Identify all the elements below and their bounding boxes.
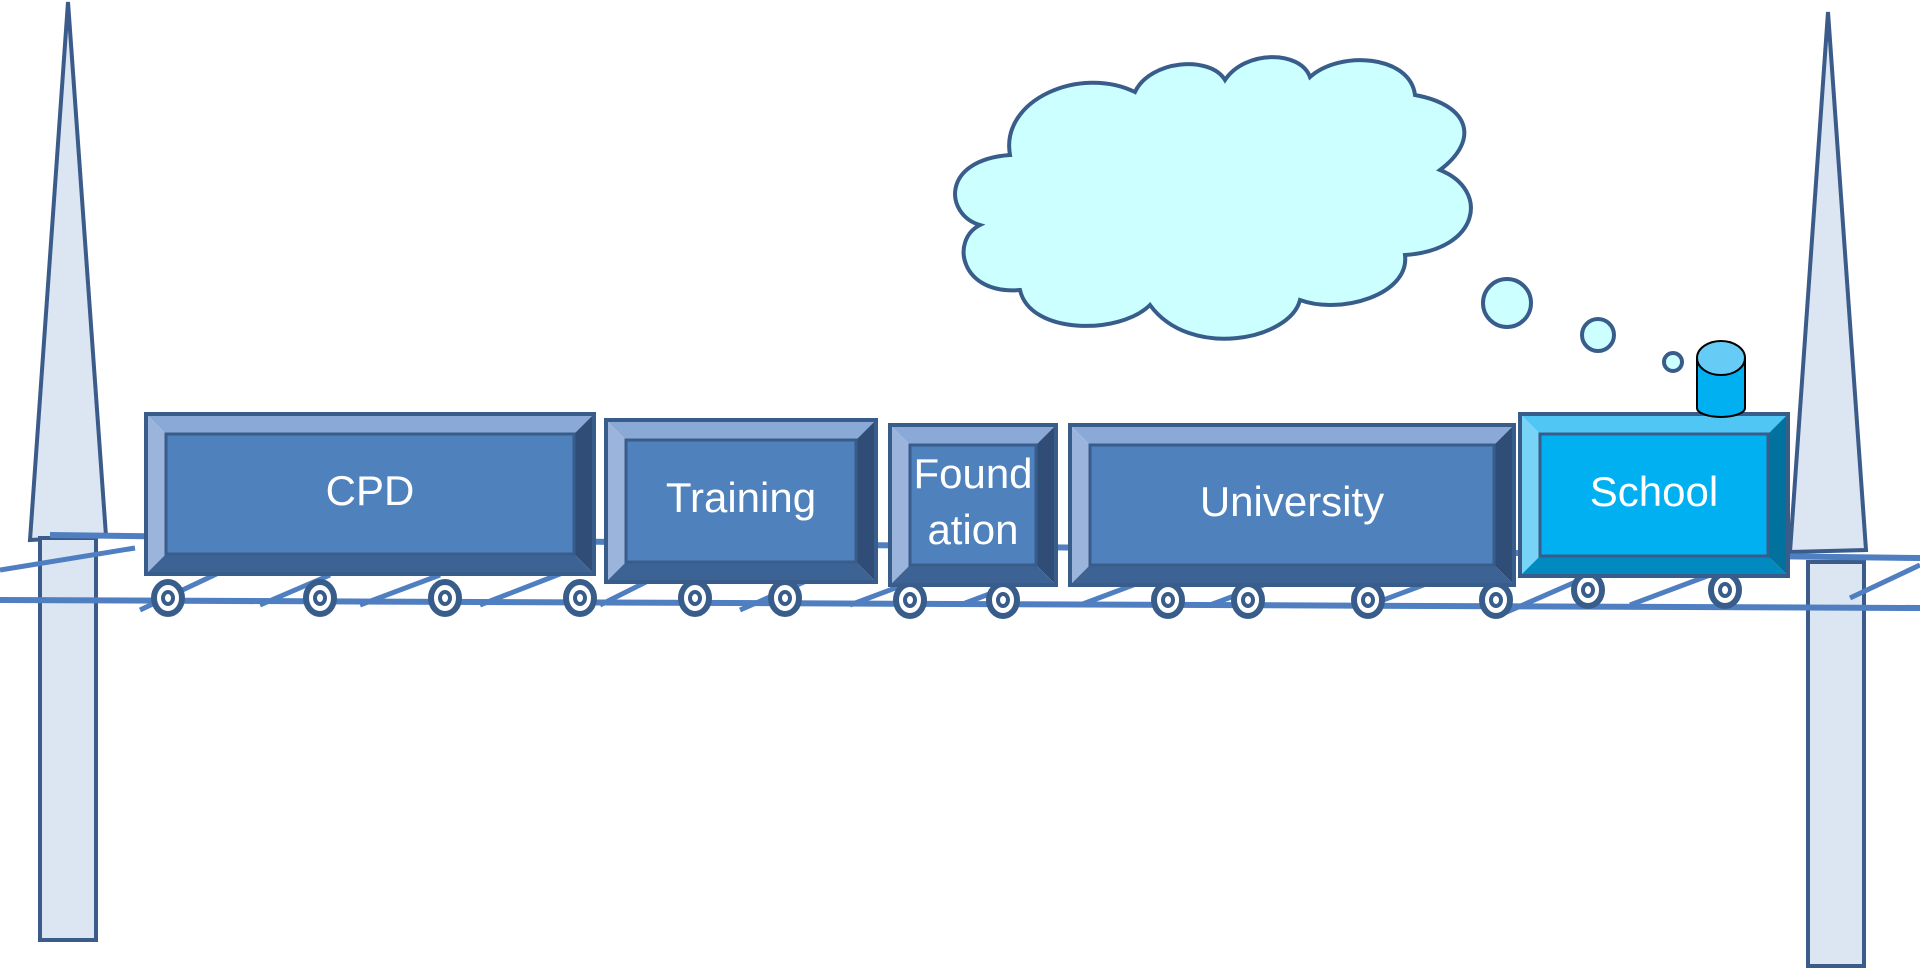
wheel-hub <box>573 590 587 606</box>
car-bevel-top <box>890 425 1056 445</box>
car-bevel-top <box>146 414 594 434</box>
wheel-hub <box>903 592 917 608</box>
wheel-hub <box>996 592 1010 608</box>
train-cars: CPD Training Found ation University School <box>144 412 1790 619</box>
car-label: Training <box>666 474 816 521</box>
smoke-puff-large <box>1481 277 1533 329</box>
wheel-hub <box>161 590 175 606</box>
car-label: Found ation <box>913 450 1032 553</box>
wheel <box>1151 581 1185 619</box>
car-face <box>624 438 858 564</box>
sleeper <box>479 569 566 608</box>
wheel-hub <box>1581 582 1595 598</box>
wagon-car: CPD <box>144 412 597 617</box>
chimney-top <box>1696 340 1746 376</box>
car-label: School <box>1590 468 1718 515</box>
wheel <box>563 579 597 617</box>
car-label-line: ation <box>927 506 1018 553</box>
car-bevel-right <box>1494 425 1514 585</box>
wagon-car: University <box>1068 423 1516 619</box>
wheel <box>303 579 337 617</box>
sleeper <box>359 572 441 608</box>
wheel-hub <box>1718 582 1732 598</box>
car-face <box>908 443 1038 567</box>
engine-car: School <box>1518 412 1790 609</box>
wheel <box>1231 581 1265 619</box>
wheel <box>768 579 802 617</box>
wheel <box>428 579 462 617</box>
wheel-hub <box>778 590 792 606</box>
car-bevel-left <box>890 425 910 585</box>
wheel-hub <box>1241 592 1255 608</box>
car-bevel-left <box>1520 414 1540 576</box>
car-face <box>164 432 576 556</box>
car-label-line: Found <box>913 450 1032 497</box>
wagon-car: Training <box>604 418 878 617</box>
car-label-line: CPD <box>326 467 415 514</box>
car-bevel-left <box>146 414 166 574</box>
wheel <box>1708 571 1742 609</box>
sleeper <box>1848 562 1920 601</box>
car-bevel-bottom <box>1070 565 1514 585</box>
wheel-hub <box>1361 592 1375 608</box>
wheel <box>678 579 712 617</box>
car-face <box>1088 443 1496 567</box>
wheel <box>893 581 927 619</box>
sleeper <box>0 545 136 573</box>
car-label: CPD <box>326 467 415 514</box>
car-outline <box>604 418 878 584</box>
right-tower-spire <box>1787 11 1869 555</box>
car-label-line: University <box>1200 478 1384 525</box>
car-bevel-bottom <box>146 554 594 574</box>
car-bevel-top <box>606 420 876 440</box>
wheel-hub <box>688 590 702 606</box>
wagon-car: Found ation <box>888 423 1058 619</box>
cloud-outline <box>953 55 1473 341</box>
wheel <box>986 581 1020 619</box>
right-tower-pillar <box>1806 560 1866 968</box>
chimney-body <box>1696 359 1746 418</box>
car-bevel-bottom <box>890 565 1056 585</box>
chimney <box>1696 340 1746 418</box>
left-tower <box>27 1 109 942</box>
car-label-line: Training <box>666 474 816 521</box>
right-tower <box>1787 11 1869 968</box>
car-face <box>1538 432 1770 558</box>
smoke-puff-medium <box>1580 317 1616 353</box>
car-bevel-right <box>574 414 594 574</box>
wheel-hub <box>313 590 327 606</box>
wheel <box>1351 581 1385 619</box>
wheel-hub <box>438 590 452 606</box>
wheel <box>1479 581 1513 619</box>
car-bevel-top <box>1070 425 1514 445</box>
car-bevel-right <box>1768 414 1788 576</box>
wheel-hub <box>1161 592 1175 608</box>
car-bevel-top <box>1520 414 1788 434</box>
car-outline <box>888 423 1058 587</box>
sleeper <box>1498 577 1582 618</box>
car-bevel-bottom <box>1520 556 1788 576</box>
car-bevel-right <box>856 420 876 582</box>
car-outline <box>144 412 596 576</box>
left-tower-spire <box>27 1 109 543</box>
wheel-hub <box>1489 592 1503 608</box>
left-tower-pillar <box>38 536 98 942</box>
wheel <box>1571 571 1605 609</box>
car-bevel-left <box>1070 425 1090 585</box>
wheel <box>151 579 185 617</box>
smoke-puff-small <box>1662 351 1684 373</box>
car-bevel-left <box>606 420 626 582</box>
car-label: University <box>1200 478 1384 525</box>
car-label-line: School <box>1590 468 1718 515</box>
smoke-cloud <box>953 55 1684 373</box>
car-bevel-bottom <box>606 562 876 582</box>
sleeper <box>1629 572 1711 608</box>
car-bevel-right <box>1036 425 1056 585</box>
car-outline <box>1068 423 1516 587</box>
car-outline <box>1518 412 1790 578</box>
